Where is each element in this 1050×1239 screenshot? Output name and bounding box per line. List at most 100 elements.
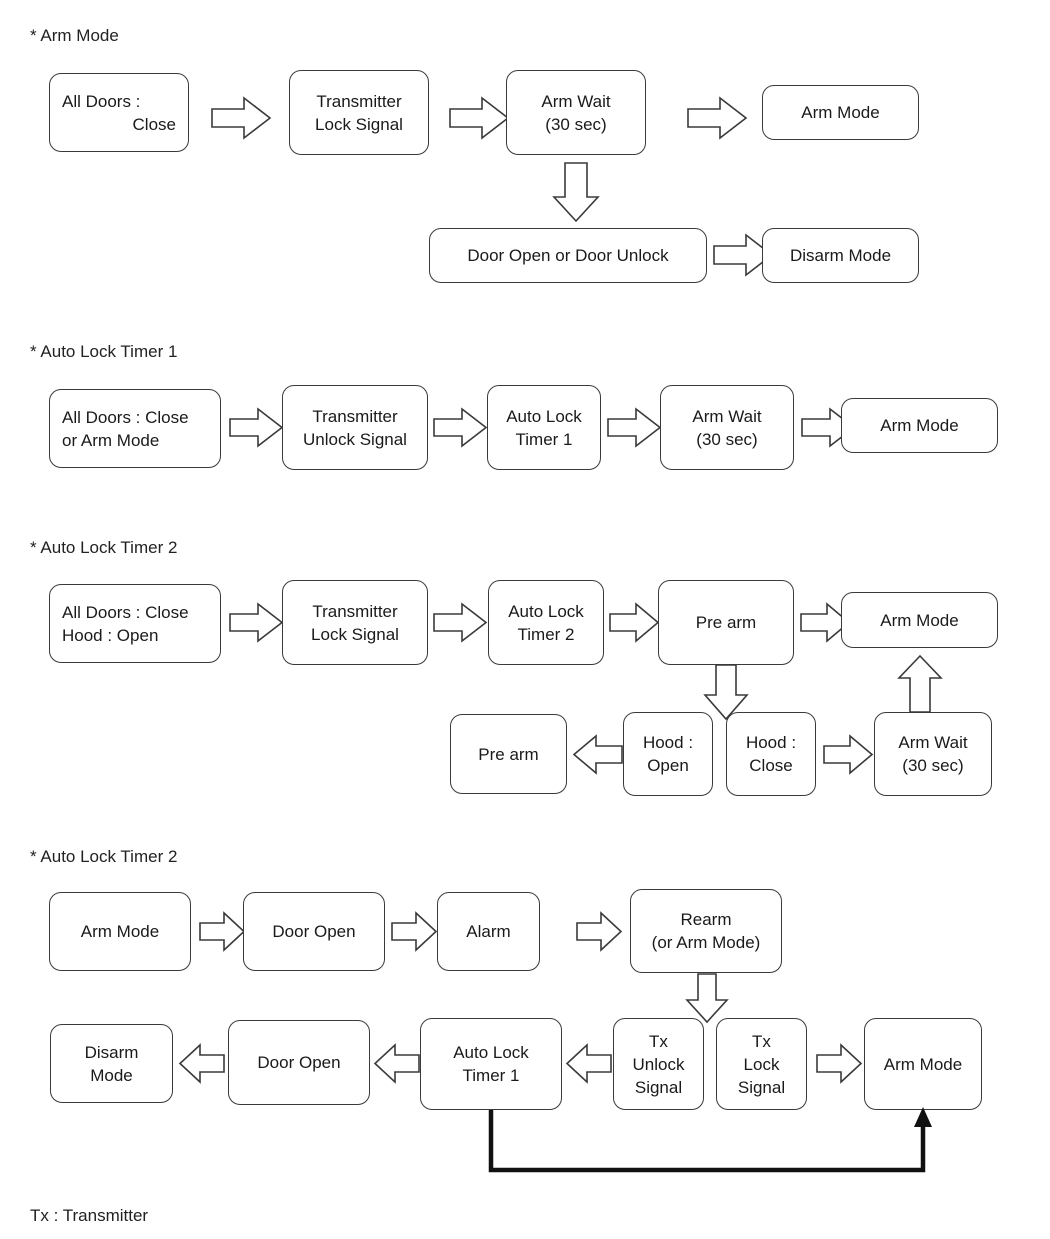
- node-line: Close: [749, 756, 793, 775]
- node-line: Arm Wait: [898, 733, 968, 752]
- node-disarm-mode: Disarm Mode: [762, 228, 919, 283]
- node-arm-wait-30sec: Arm Wait (30 sec): [660, 385, 794, 470]
- arrow-right-icon: [799, 601, 851, 645]
- node-hood-open: Hood : Open: [623, 712, 713, 796]
- node-arm-mode: Arm Mode: [49, 892, 191, 971]
- node-line: Auto Lock: [506, 406, 582, 426]
- arrow-right-icon: [686, 95, 748, 141]
- section-title-auto-lock-timer-1: * Auto Lock Timer 1: [30, 342, 178, 361]
- node-line: Lock Signal: [315, 114, 403, 134]
- section-title-arm-mode: * Arm Mode: [30, 26, 119, 45]
- node-arm-wait-30sec: Arm Wait (30 sec): [506, 70, 646, 155]
- node-line: (30 sec): [545, 114, 607, 134]
- arrow-right-icon: [575, 910, 623, 954]
- node-line: Arm Mode: [883, 1054, 963, 1074]
- node-alarm: Alarm: [437, 892, 540, 971]
- node-line: Pre arm: [478, 744, 539, 764]
- arrow-right-icon: [432, 601, 488, 645]
- node-pre-arm-bottom: Pre arm: [450, 714, 567, 794]
- node-line: Rearm: [680, 910, 732, 929]
- node-line: Door Open: [272, 922, 356, 941]
- node-arm-mode: Arm Mode: [841, 398, 998, 453]
- arrow-right-icon: [815, 1042, 863, 1086]
- node-line: Transmitter: [316, 91, 402, 111]
- node-line: (or Arm Mode): [651, 933, 761, 952]
- arrow-down-icon: [702, 663, 750, 721]
- arrow-right-icon: [390, 910, 438, 954]
- node-line: Tx: [752, 1031, 771, 1051]
- node-line: Arm Wait: [541, 91, 611, 111]
- arrow-right-icon: [228, 406, 284, 450]
- node-line: Timer 1: [515, 429, 573, 449]
- arrow-right-icon: [198, 910, 246, 954]
- node-door-open-or-door-unlock: Door Open or Door Unlock: [429, 228, 707, 283]
- node-hood-close: Hood : Close: [726, 712, 816, 796]
- node-line: Pre arm: [695, 613, 757, 632]
- node-line: All Doors :: [62, 91, 141, 111]
- node-door-open-top: Door Open: [243, 892, 385, 971]
- node-auto-lock-timer-1: Auto Lock Timer 1: [420, 1018, 562, 1110]
- arrow-right-icon: [606, 406, 662, 450]
- node-line: Door Open or Door Unlock: [467, 246, 669, 265]
- node-line: Arm Mode: [80, 922, 160, 941]
- node-auto-lock-timer-1: Auto Lock Timer 1: [487, 385, 601, 470]
- arrow-right-icon: [822, 733, 874, 777]
- node-transmitter-unlock-signal: Transmitter Unlock Signal: [282, 385, 428, 470]
- arrow-right-icon: [448, 95, 510, 141]
- arrow-right-icon: [228, 601, 284, 645]
- node-line: Transmitter: [312, 406, 398, 426]
- node-line: All Doors : Close: [62, 602, 189, 622]
- node-line: All Doors : Close: [62, 407, 189, 427]
- node-arm-mode-right: Arm Mode: [864, 1018, 982, 1110]
- node-tx-unlock-signal: Tx Unlock Signal: [613, 1018, 704, 1110]
- node-all-doors-close-hood-open: All Doors : Close Hood : Open: [49, 584, 221, 663]
- node-line: Arm Mode: [880, 610, 959, 630]
- node-line: Auto Lock: [508, 601, 584, 621]
- node-line: Transmitter: [312, 601, 398, 621]
- arrow-left-icon: [373, 1042, 421, 1086]
- node-line: Signal: [737, 1077, 786, 1097]
- legend-tx-transmitter: Tx : Transmitter: [30, 1206, 149, 1225]
- node-line: Hood :: [642, 733, 694, 752]
- node-arm-wait-30sec: Arm Wait (30 sec): [874, 712, 992, 796]
- node-line: Arm Wait: [692, 406, 762, 426]
- node-line: Arm Mode: [801, 103, 880, 122]
- node-line: Tx: [649, 1031, 668, 1051]
- node-pre-arm-top: Pre arm: [658, 580, 794, 665]
- node-line: Hood : Open: [62, 625, 159, 645]
- arrow-right-icon: [210, 95, 272, 141]
- node-line: (30 sec): [902, 756, 964, 775]
- node-line: Unlock: [632, 1054, 685, 1074]
- node-line: Disarm Mode: [789, 246, 892, 265]
- node-line: Lock Signal: [311, 624, 399, 644]
- node-rearm-or-arm-mode: Rearm (or Arm Mode): [630, 889, 782, 973]
- arrow-down-icon: [551, 161, 601, 223]
- node-line: Signal: [634, 1077, 683, 1097]
- section-title-auto-lock-timer-2-a: * Auto Lock Timer 2: [30, 538, 178, 557]
- node-arm-mode: Arm Mode: [762, 85, 919, 140]
- node-line: Open: [647, 756, 689, 775]
- node-line: Mode: [90, 1065, 133, 1085]
- node-line: Timer 1: [462, 1066, 520, 1085]
- node-line: (30 sec): [696, 429, 758, 449]
- node-line: Hood :: [745, 733, 797, 752]
- node-door-open-bottom: Door Open: [228, 1020, 370, 1105]
- arrow-right-icon: [712, 232, 774, 278]
- node-line: Close: [132, 114, 176, 134]
- arrow-left-icon: [178, 1042, 226, 1086]
- node-all-doors-close-or-arm-mode: All Doors : Close or Arm Mode: [49, 389, 221, 468]
- node-line: Disarm: [84, 1042, 139, 1062]
- node-line: Auto Lock: [453, 1043, 529, 1062]
- node-arm-mode: Arm Mode: [841, 592, 998, 648]
- arrow-right-icon: [608, 601, 660, 645]
- arrow-up-icon: [896, 654, 944, 714]
- arrow-right-icon: [432, 406, 488, 450]
- node-line: Unlock Signal: [303, 429, 407, 449]
- node-auto-lock-timer-2: Auto Lock Timer 2: [488, 580, 604, 665]
- node-line: or Arm Mode: [62, 430, 160, 450]
- node-line: Timer 2: [517, 624, 575, 644]
- node-transmitter-lock-signal: Transmitter Lock Signal: [289, 70, 429, 155]
- node-all-doors-close: All Doors : Close: [49, 73, 189, 152]
- section-title-auto-lock-timer-2-b: * Auto Lock Timer 2: [30, 847, 178, 866]
